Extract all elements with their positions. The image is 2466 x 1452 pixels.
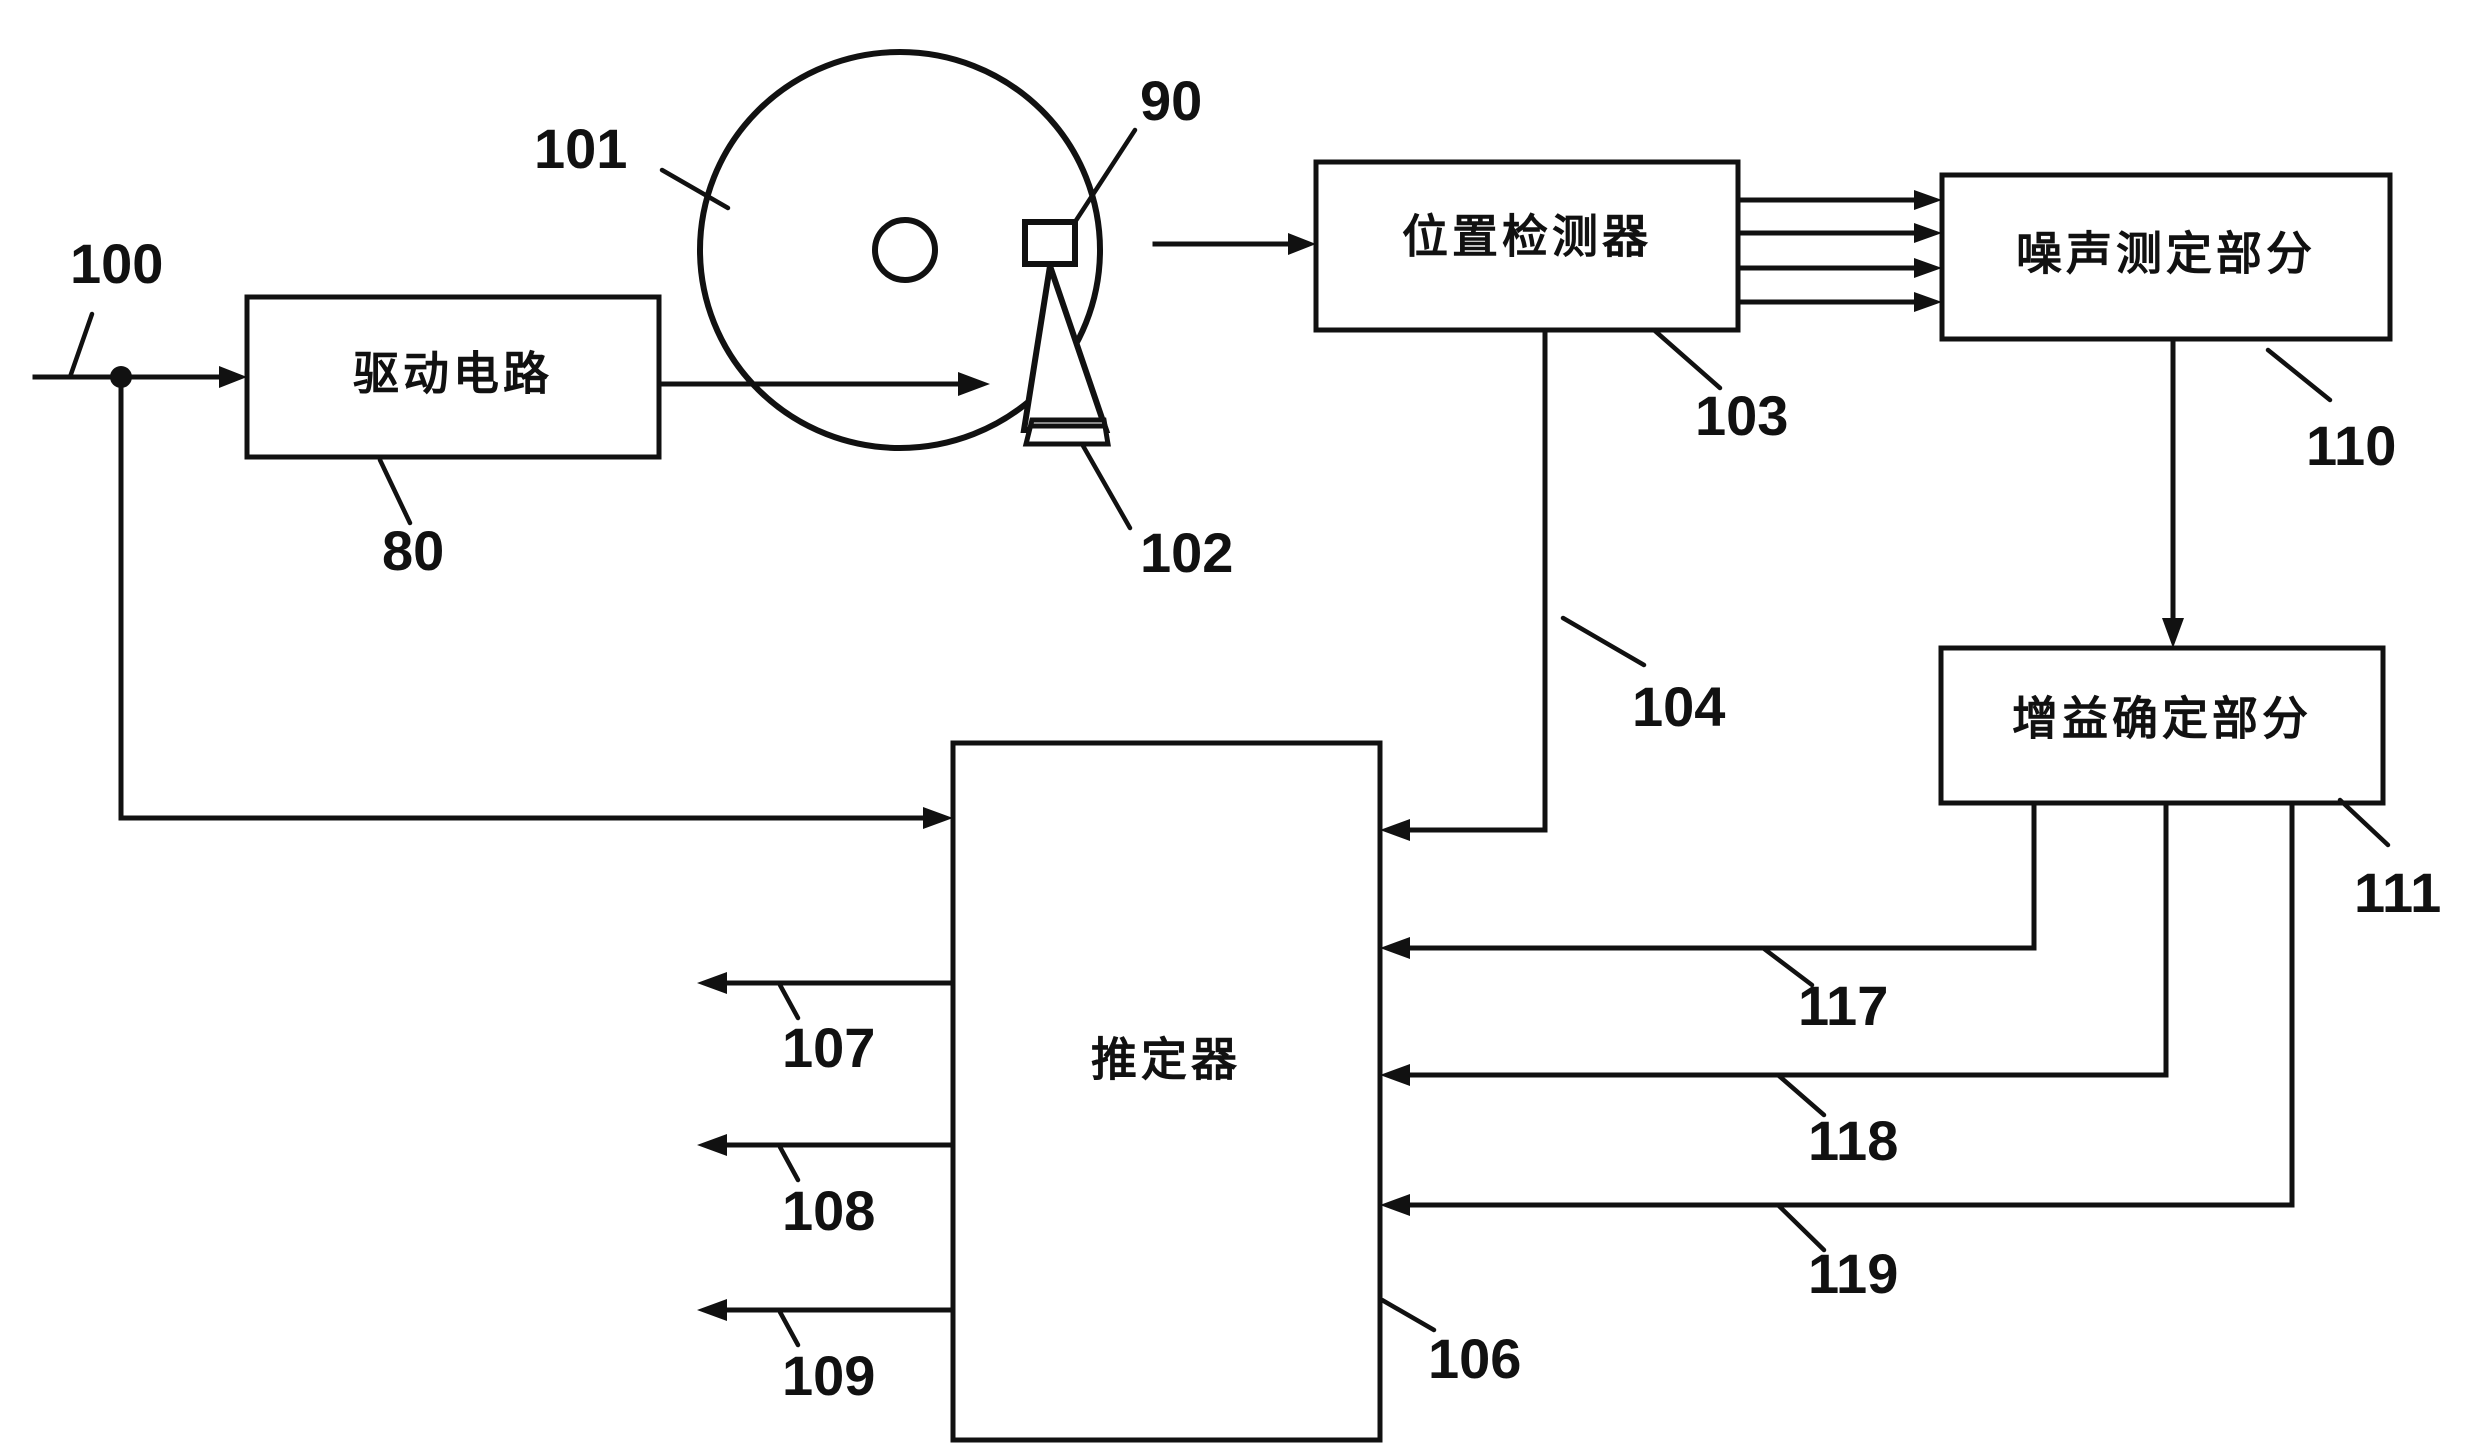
label-90: 90 xyxy=(1140,69,1202,132)
head xyxy=(1022,219,1078,267)
label-107: 107 xyxy=(782,1016,875,1079)
gain-determination-block: 增益确定部分 xyxy=(1938,645,2386,806)
arrow-into-detector xyxy=(1288,233,1316,255)
label-104: 104 xyxy=(1632,675,1725,738)
label-100: 100 xyxy=(70,232,163,295)
wire-input-to-estimator xyxy=(118,374,927,821)
leader-111 xyxy=(2337,797,2391,848)
leader-110 xyxy=(2265,347,2333,403)
leader-109 xyxy=(777,1309,801,1348)
wire-gain-119 xyxy=(1406,800,2295,1208)
leader-107 xyxy=(777,982,801,1021)
arrow-input-into-estimator xyxy=(923,807,953,829)
leader-101 xyxy=(659,167,731,211)
disk-assembly xyxy=(697,49,1111,451)
leader-lines xyxy=(67,127,2391,1348)
drive-circuit-label: 驱动电路 xyxy=(353,347,553,401)
label-118: 118 xyxy=(1808,1109,1898,1172)
position-detector-label: 位置检测器 xyxy=(1402,210,1652,264)
arrow-119-into-estimator xyxy=(1380,1194,1410,1216)
arrow-noise-2 xyxy=(1914,223,1942,243)
leader-119 xyxy=(1775,1202,1827,1253)
estimator-box xyxy=(950,740,1383,1443)
arrow-detector-into-estimator xyxy=(1380,819,1410,841)
wire-gain-117 xyxy=(1406,800,2037,951)
drive-circuit-box xyxy=(244,294,662,460)
arrow-output-107 xyxy=(697,972,727,994)
noise-measurement-box xyxy=(1939,172,2393,342)
estimator-block: 推定器 xyxy=(950,740,1383,1443)
arrow-noise-3 xyxy=(1914,258,1942,278)
arrow-output-109 xyxy=(697,1299,727,1321)
label-111: 111 xyxy=(2354,861,2441,924)
arrow-into-disk xyxy=(958,372,990,396)
arrow-noise-4 xyxy=(1914,292,1942,312)
arrow-noise-1 xyxy=(1914,190,1942,210)
leader-80 xyxy=(377,457,413,526)
noise-measurement-label: 噪声测定部分 xyxy=(2016,227,2316,281)
leader-100 xyxy=(67,311,95,380)
gain-determination-label: 增益确定部分 xyxy=(2012,692,2312,746)
leader-118 xyxy=(1775,1072,1827,1118)
label-117: 117 xyxy=(1798,974,1888,1037)
label-119: 119 xyxy=(1808,1242,1898,1305)
leader-103 xyxy=(1651,327,1723,391)
wire-gain-118 xyxy=(1406,800,2169,1078)
leader-90 xyxy=(1072,127,1138,225)
label-110: 110 xyxy=(2306,414,2396,477)
leader-117 xyxy=(1760,945,1815,988)
label-103: 103 xyxy=(1695,384,1788,447)
reference-numerals: 90 100 101 102 80 103 104 110 111 117 11… xyxy=(70,69,2441,1407)
label-102: 102 xyxy=(1140,521,1233,584)
drive-circuit-block: 驱动电路 xyxy=(244,294,662,460)
leader-106 xyxy=(1379,1297,1437,1333)
position-detector-block: 位置检测器 xyxy=(1313,159,1741,333)
arrow-into-drive xyxy=(219,366,247,388)
arrow-into-gain xyxy=(2162,618,2184,648)
estimator-label: 推定器 xyxy=(1091,1033,1241,1087)
disk-spindle-hole xyxy=(872,217,938,283)
wire-detector-to-estimator xyxy=(1406,327,1548,833)
label-101: 101 xyxy=(534,117,627,180)
leader-108 xyxy=(777,1144,801,1183)
position-detector-box xyxy=(1313,159,1741,333)
arrow-118-into-estimator xyxy=(1380,1064,1410,1086)
label-109: 109 xyxy=(782,1344,875,1407)
disk xyxy=(697,49,1103,451)
gain-determination-box xyxy=(1938,645,2386,806)
leader-104 xyxy=(1560,615,1647,668)
noise-measurement-block: 噪声测定部分 xyxy=(1939,172,2393,342)
arrow-output-108 xyxy=(697,1134,727,1156)
arrow-117-into-estimator xyxy=(1380,937,1410,959)
label-108: 108 xyxy=(782,1179,875,1242)
leader-102 xyxy=(1079,441,1133,531)
label-80: 80 xyxy=(382,519,444,582)
label-106: 106 xyxy=(1428,1327,1521,1390)
connections xyxy=(32,190,2295,1321)
